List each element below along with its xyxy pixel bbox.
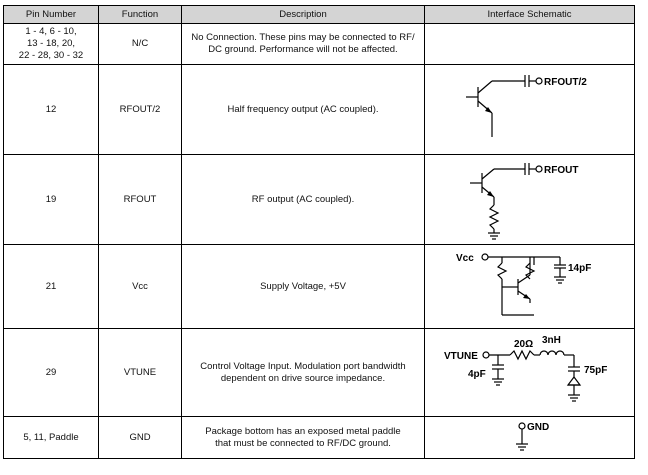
- pin-description-table: Pin Number Function Description Interfac…: [3, 5, 635, 459]
- schematic-label: RFOUT/2: [544, 77, 587, 88]
- description-cell: RF output (AC coupled).: [181, 154, 425, 245]
- series-resistor: [509, 349, 534, 360]
- function-cell: VTUNE: [98, 328, 182, 417]
- table-row: 19 RFOUT RF output (AC coupled).: [3, 154, 635, 245]
- schematic-cell: RFOUT: [424, 154, 635, 245]
- rfout2-schematic: RFOUT/2: [465, 74, 587, 137]
- pin-number-cell: 5, 11, Paddle: [3, 416, 99, 459]
- table-row: 29 VTUNE Control Voltage Input. Modulati…: [3, 328, 635, 417]
- table-row: 21 Vcc Supply Voltage, +5V: [3, 244, 635, 329]
- capacitor-label: 75pF: [584, 365, 607, 376]
- schematic-cell: GND: [424, 416, 635, 459]
- description-cell: Half frequency output (AC coupled).: [181, 64, 425, 155]
- schematic-cell: VTUNE 20Ω 3nH 4pF 75pF: [424, 328, 635, 417]
- pin-number-cell: 12: [3, 64, 99, 155]
- header-pin-number: Pin Number: [3, 5, 99, 24]
- emitter-resistor: [488, 204, 499, 229]
- schematic-cell: RFOUT/2: [424, 64, 635, 155]
- function-cell: N/C: [98, 23, 182, 65]
- pin-number-cell: 19: [3, 154, 99, 245]
- varactor-diode: [566, 375, 581, 386]
- header-interface-schematic: Interface Schematic: [424, 5, 635, 24]
- pin-number-cell: 29: [3, 328, 99, 417]
- schematic-label: VTUNE: [444, 351, 478, 362]
- schematic-cell: Vcc 14pF: [424, 244, 635, 329]
- function-cell: GND: [98, 416, 182, 459]
- schematic-label: Vcc: [456, 253, 474, 264]
- header-function: Function: [98, 5, 182, 24]
- bias-resistor: [496, 262, 507, 279]
- table-row: 12 RFOUT/2 Half frequency output (AC cou…: [3, 64, 635, 155]
- gnd-schematic: GND: [515, 422, 549, 451]
- vtune-schematic: VTUNE 20Ω 3nH 4pF 75pF: [444, 335, 607, 402]
- description-cell: Control Voltage Input. Modulation port b…: [181, 328, 425, 417]
- function-cell: RFOUT: [98, 154, 182, 245]
- pin-number-cell: 21: [3, 244, 99, 329]
- inductor-label: 3nH: [542, 335, 561, 346]
- table-row: 5, 11, Paddle GND Package bottom has an …: [3, 416, 635, 459]
- inductor: [538, 349, 565, 355]
- description-cell: Supply Voltage, +5V: [181, 244, 425, 329]
- capacitor-label: 4pF: [468, 369, 486, 380]
- schematic-label: GND: [527, 422, 549, 433]
- header-row: Pin Number Function Description Interfac…: [3, 5, 635, 24]
- rfout-schematic: RFOUT: [469, 162, 578, 240]
- description-cell: No Connection. These pins may be connect…: [181, 23, 425, 65]
- pin-number-cell: 1 - 4, 6 - 10, 13 - 18, 20, 22 - 28, 30 …: [3, 23, 99, 65]
- function-cell: RFOUT/2: [98, 64, 182, 155]
- table-row: 1 - 4, 6 - 10, 13 - 18, 20, 22 - 28, 30 …: [3, 23, 635, 65]
- description-cell: Package bottom has an exposed metal padd…: [181, 416, 425, 459]
- vcc-schematic: Vcc 14pF: [456, 253, 591, 316]
- emitter-arrow: [484, 106, 492, 113]
- function-cell: Vcc: [98, 244, 182, 329]
- collector-lead: [477, 80, 492, 93]
- header-description: Description: [181, 5, 425, 24]
- resistor-label: 20Ω: [514, 339, 533, 350]
- capacitor-label: 14pF: [568, 263, 591, 274]
- output-terminal: [534, 76, 543, 85]
- schematic-cell: [424, 23, 635, 65]
- schematic-label: RFOUT: [544, 165, 578, 176]
